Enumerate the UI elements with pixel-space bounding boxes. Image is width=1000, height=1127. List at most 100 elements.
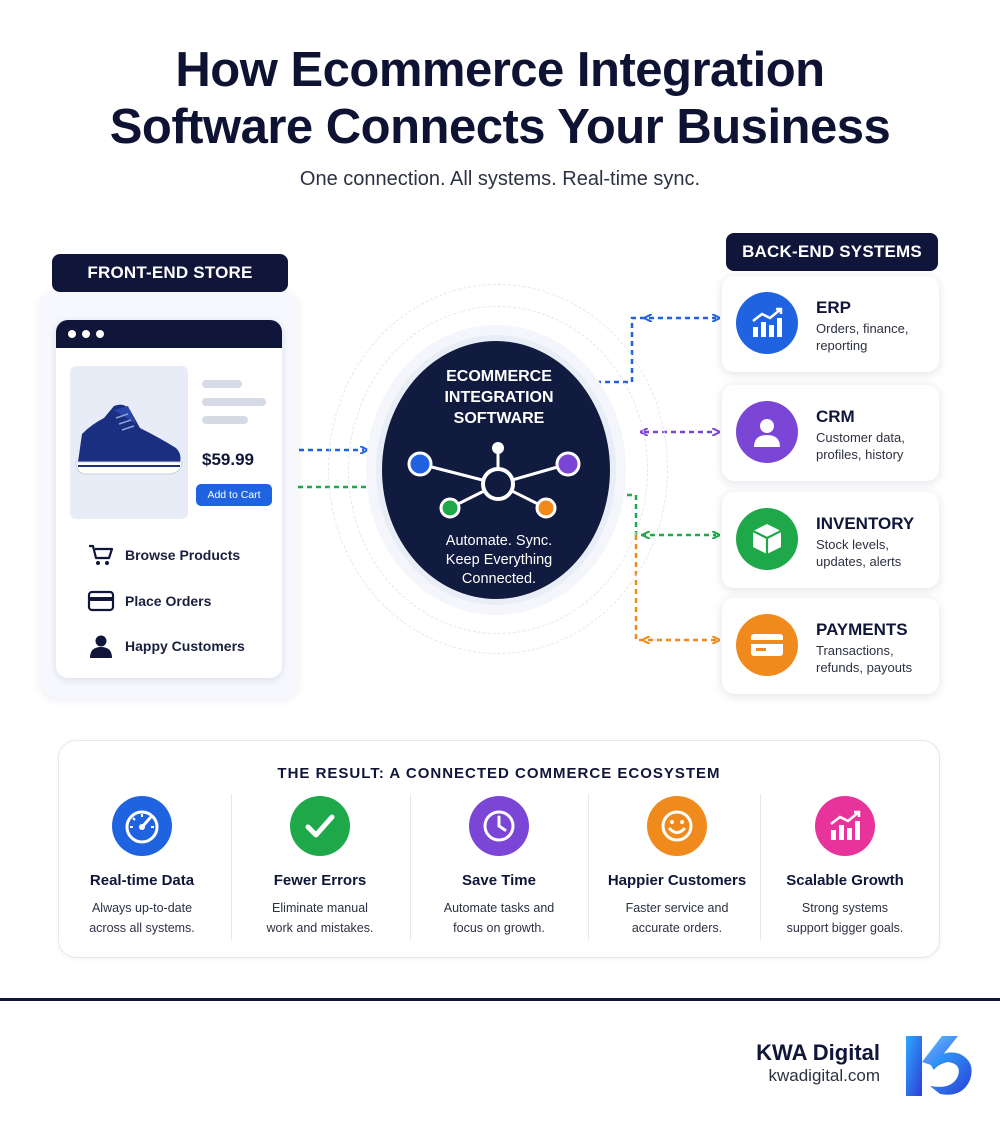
system-name: CRM bbox=[816, 407, 855, 426]
clock-icon bbox=[469, 796, 529, 856]
front-end-store-label: FRONT-END STORE bbox=[52, 254, 288, 292]
cart-icon bbox=[86, 543, 116, 567]
network-hub-icon bbox=[407, 442, 581, 519]
smile-icon bbox=[647, 796, 707, 856]
result-item-happier-customers: Happier Customers Faster service and acc… bbox=[588, 796, 766, 946]
hub-outer-ring bbox=[328, 284, 668, 654]
system-name: PAYMENTS bbox=[816, 620, 908, 639]
user-icon bbox=[86, 634, 116, 658]
feature-place-orders: Place Orders bbox=[86, 588, 211, 614]
result-description: Faster service and accurate orders. bbox=[588, 898, 766, 938]
system-card-payments[interactable]: PAYMENTS Transactions, refunds, payouts bbox=[722, 598, 939, 694]
system-desc-line: refunds, payouts bbox=[816, 660, 913, 675]
hub-title-line: ECOMMERCE bbox=[446, 368, 552, 385]
system-desc-line: Stock levels, bbox=[816, 537, 889, 552]
feature-label: Browse Products bbox=[125, 547, 241, 563]
system-card-erp[interactable]: ERP Orders, finance, reporting bbox=[722, 276, 939, 372]
title-line-1: How Ecommerce Integration bbox=[175, 43, 825, 97]
system-description: Transactions, refunds, payouts bbox=[816, 642, 936, 676]
window-dot bbox=[96, 330, 104, 338]
brand-name: KWA Digital bbox=[756, 1040, 880, 1065]
hub-title-line: SOFTWARE bbox=[453, 410, 545, 427]
result-desc-line: Faster service and bbox=[625, 901, 729, 915]
result-item-scalable-growth: Scalable Growth Strong systems support b… bbox=[756, 796, 934, 946]
result-name: Happier Customers bbox=[607, 872, 747, 889]
add-to-cart-button[interactable]: Add to Cart bbox=[196, 484, 272, 506]
kwa-digital-logo bbox=[906, 1036, 972, 1096]
page-title: How Ecommerce Integration Software Conne… bbox=[0, 42, 1000, 156]
system-desc-line: reporting bbox=[816, 338, 868, 353]
system-name: INVENTORY bbox=[816, 514, 915, 533]
result-description: Always up-to-date across all systems. bbox=[53, 898, 231, 938]
window-dot bbox=[68, 330, 76, 338]
footer-divider bbox=[0, 998, 1000, 1001]
hub-title-line: INTEGRATION bbox=[444, 389, 554, 406]
result-description: Eliminate manual work and mistakes. bbox=[231, 898, 409, 938]
gauge-icon bbox=[112, 796, 172, 856]
result-title: THE RESULT: A CONNECTED COMMERCE ECOSYST… bbox=[277, 765, 721, 782]
system-description: Stock levels, updates, alerts bbox=[816, 536, 936, 570]
hub-title: ECOMMERCE INTEGRATION SOFTWARE bbox=[376, 366, 622, 429]
result-name: Real-time Data bbox=[89, 872, 195, 889]
placeholder-line bbox=[202, 398, 266, 406]
back-end-systems-label: BACK-END SYSTEMS bbox=[726, 233, 938, 271]
result-desc-line: across all systems. bbox=[89, 921, 195, 935]
brand-url[interactable]: kwadigital.com bbox=[768, 1066, 881, 1085]
hub-tagline-line: Keep Everything bbox=[445, 552, 553, 568]
divider bbox=[760, 794, 761, 940]
placeholder-line bbox=[202, 380, 242, 388]
system-desc-line: Orders, finance, bbox=[816, 321, 909, 336]
hub-inner-ring bbox=[348, 306, 648, 634]
result-desc-line: Always up-to-date bbox=[91, 901, 193, 915]
result-desc-line: accurate orders. bbox=[631, 921, 723, 935]
result-name: Scalable Growth bbox=[786, 872, 904, 889]
system-card-crm[interactable]: CRM Customer data, profiles, history bbox=[722, 385, 939, 481]
result-desc-line: Eliminate manual bbox=[272, 901, 368, 915]
divider bbox=[410, 794, 411, 940]
result-desc-line: support bigger goals. bbox=[786, 921, 904, 935]
feature-label: Place Orders bbox=[125, 593, 212, 609]
system-desc-line: profiles, history bbox=[816, 447, 904, 462]
credit-card-icon bbox=[86, 589, 116, 613]
hub-tagline-line: Connected. bbox=[461, 571, 537, 587]
result-item-fewer-errors: Fewer Errors Eliminate manual work and m… bbox=[231, 796, 409, 946]
result-desc-line: Automate tasks and bbox=[443, 901, 555, 915]
result-item-real-time-data: Real-time Data Always up-to-date across … bbox=[53, 796, 231, 946]
box-icon bbox=[736, 508, 798, 570]
result-desc-line: Strong systems bbox=[801, 901, 889, 915]
result-item-save-time: Save Time Automate tasks and focus on gr… bbox=[410, 796, 588, 946]
page-subtitle: One connection. All systems. Real-time s… bbox=[299, 168, 701, 190]
browser-bar bbox=[56, 320, 282, 348]
result-description: Automate tasks and focus on growth. bbox=[410, 898, 588, 938]
result-name: Fewer Errors bbox=[273, 872, 367, 889]
result-desc-line: work and mistakes. bbox=[266, 921, 374, 935]
feature-browse-products: Browse Products bbox=[86, 542, 240, 568]
system-desc-line: updates, alerts bbox=[816, 554, 902, 569]
bar-chart-icon bbox=[736, 292, 798, 354]
sneaker-icon bbox=[75, 404, 183, 475]
system-description: Customer data, profiles, history bbox=[816, 429, 936, 463]
system-desc-line: Customer data, bbox=[816, 430, 905, 445]
feature-happy-customers: Happy Customers bbox=[86, 633, 245, 659]
result-desc-line: focus on growth. bbox=[453, 921, 545, 935]
system-card-inventory[interactable]: INVENTORY Stock levels, updates, alerts bbox=[722, 492, 939, 588]
result-description: Strong systems support bigger goals. bbox=[756, 898, 934, 938]
check-icon bbox=[290, 796, 350, 856]
system-description: Orders, finance, reporting bbox=[816, 320, 936, 354]
system-name: ERP bbox=[816, 298, 851, 317]
window-dot bbox=[82, 330, 90, 338]
hub-tagline-line: Automate. Sync. bbox=[445, 533, 553, 549]
product-price: $59.99 bbox=[202, 450, 254, 469]
divider bbox=[231, 794, 232, 940]
growth-chart-icon bbox=[815, 796, 875, 856]
card-icon bbox=[736, 614, 798, 676]
feature-label: Happy Customers bbox=[125, 638, 245, 654]
user-icon bbox=[736, 401, 798, 463]
placeholder-line bbox=[202, 416, 248, 424]
store-mockup: $59.99 Add to Cart Browse Products Place… bbox=[56, 320, 282, 678]
result-name: Save Time bbox=[462, 872, 536, 889]
system-desc-line: Transactions, bbox=[816, 643, 894, 658]
product-image[interactable] bbox=[70, 366, 188, 519]
title-line-2: Software Connects Your Business bbox=[109, 100, 891, 154]
divider bbox=[588, 794, 589, 940]
